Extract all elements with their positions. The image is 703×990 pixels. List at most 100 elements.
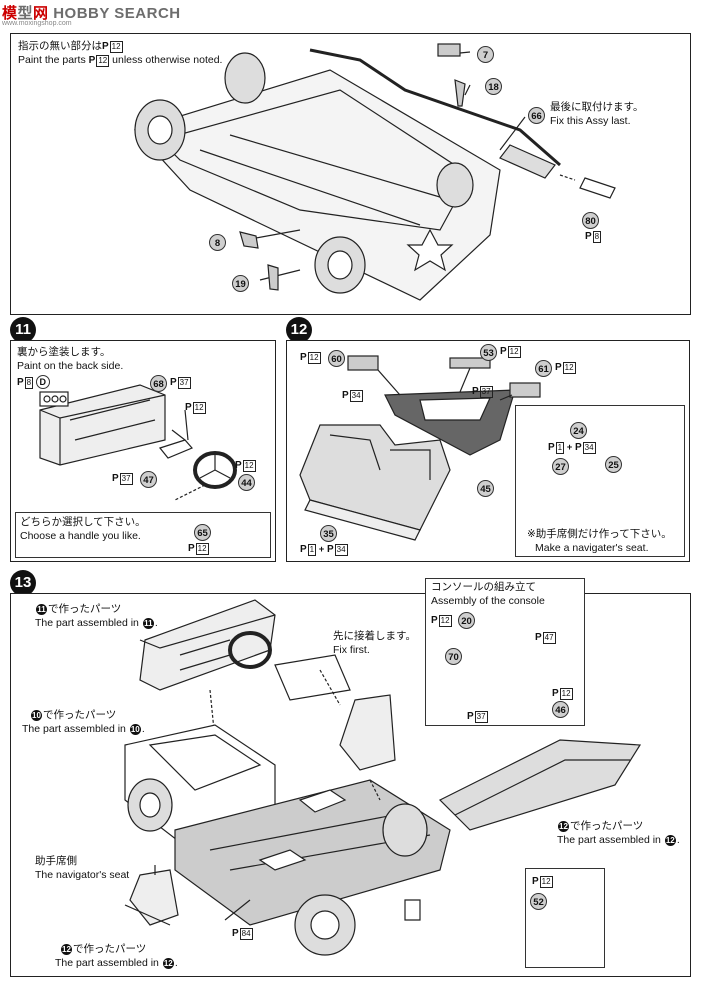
step13-a11-en-text: The part assembled in [35, 617, 139, 629]
step10-note-en-tail: unless otherwise noted. [112, 54, 223, 66]
step10-p66-jp: 最後に取付けます。 [550, 101, 644, 113]
step10-note-jp-text: 指示の無い部分は [18, 40, 102, 52]
ph-code: 12 [507, 346, 521, 358]
ph-code: 12 [438, 615, 452, 627]
hobby-search-logo: 模型网 HOBBY SEARCH [2, 2, 181, 23]
step12-navi-jp: ※助手席側だけ作って下さい。 [527, 528, 672, 540]
ph-mark: P [170, 377, 177, 388]
step13-fix-en: Fix first. [333, 644, 370, 656]
part-19-label: 19 [232, 275, 249, 292]
ph-mark: P [342, 390, 349, 401]
ph-code: 12 [559, 688, 573, 700]
part-24-label: 24 [570, 422, 587, 439]
step13-number: 13 [10, 570, 36, 596]
part-46-label: 46 [552, 701, 569, 718]
ph-code: 12 [96, 55, 110, 67]
part-70-label: 70 [445, 648, 462, 665]
ph-mark: P [88, 55, 96, 66]
part-20-label: 20 [458, 612, 475, 629]
ph-code: 12 [192, 402, 206, 414]
step13-a10-jp-text: で作ったパーツ [43, 709, 117, 721]
step13-a11-en: The part assembled in 11. [35, 617, 158, 629]
part-47-label: 47 [140, 471, 157, 488]
part-66-label: 66 [528, 107, 545, 124]
step13-a12-en-text: The part assembled in [557, 834, 661, 846]
step-ref-11: 11 [36, 603, 47, 615]
step13-b12-jp-text: で作ったパーツ [73, 943, 147, 955]
part-35-label: 35 [320, 525, 337, 542]
step12-navi-en: Make a navigater's seat. [535, 542, 649, 554]
part-53-label: 53 [480, 344, 497, 361]
logo-char-c: 网 [33, 5, 49, 22]
ph-mark: P [535, 632, 542, 643]
step-ref-11: 11 [142, 617, 154, 629]
step-ref-12: 12 [61, 943, 72, 955]
ph-code: 12 [539, 876, 553, 888]
step13-fix-jp: 先に接着します。 [333, 630, 416, 642]
ph-code: 1 [307, 544, 317, 556]
ph-mark: P [585, 231, 592, 242]
step11-number: 11 [10, 317, 36, 343]
ph-mark: P [300, 352, 307, 363]
part-65-label: 65 [194, 524, 211, 541]
ph-mark: P [555, 362, 562, 373]
ph-code: 47 [542, 632, 556, 644]
ph-mark: P [326, 544, 334, 555]
part-45-label: 45 [477, 480, 494, 497]
part-52-label: 52 [530, 893, 547, 910]
part-61-label: 61 [535, 360, 552, 377]
step-ref-10: 10 [31, 709, 42, 721]
ph-code: 34 [334, 544, 348, 556]
ph-mark: P [431, 615, 438, 626]
ph-mark: P [102, 41, 109, 52]
seat52-box [525, 868, 605, 968]
ph-code: 8 [592, 231, 602, 243]
ph-code: 37 [474, 711, 488, 723]
step13-b12-en-text: The part assembled in [55, 957, 159, 969]
ph-mark: P [300, 544, 307, 555]
logo-text: HOBBY SEARCH [53, 5, 181, 22]
console-jp: コンソールの組み立て [431, 581, 536, 593]
ph-code: 37 [479, 386, 493, 398]
ph-mark: P [472, 386, 479, 397]
ph-mark: P [232, 928, 239, 939]
part-25-label: 25 [605, 456, 622, 473]
console-en: Assembly of the console [431, 595, 545, 607]
step11-paint-jp: 裏から塗装します。 [17, 346, 111, 358]
step-ref-12: 12 [162, 957, 174, 969]
step-ref-10: 10 [129, 723, 141, 735]
ph-code: 37 [119, 473, 133, 485]
ph-code: 34 [582, 442, 596, 454]
step12-number: 12 [286, 317, 312, 343]
part-27-label: 27 [552, 458, 569, 475]
step10-p66-en: Fix this Assy last. [550, 115, 631, 127]
watermark-url: www.moxingshop.com [2, 20, 72, 27]
ph-mark: P [532, 876, 539, 887]
ph-code: 12 [307, 352, 321, 364]
ph-mark: P [548, 442, 555, 453]
ph-code: 12 [242, 460, 256, 472]
ph-code: 12 [195, 543, 209, 555]
step10-note-en-text: Paint the parts [18, 54, 86, 66]
part-d-label: D [35, 375, 50, 389]
